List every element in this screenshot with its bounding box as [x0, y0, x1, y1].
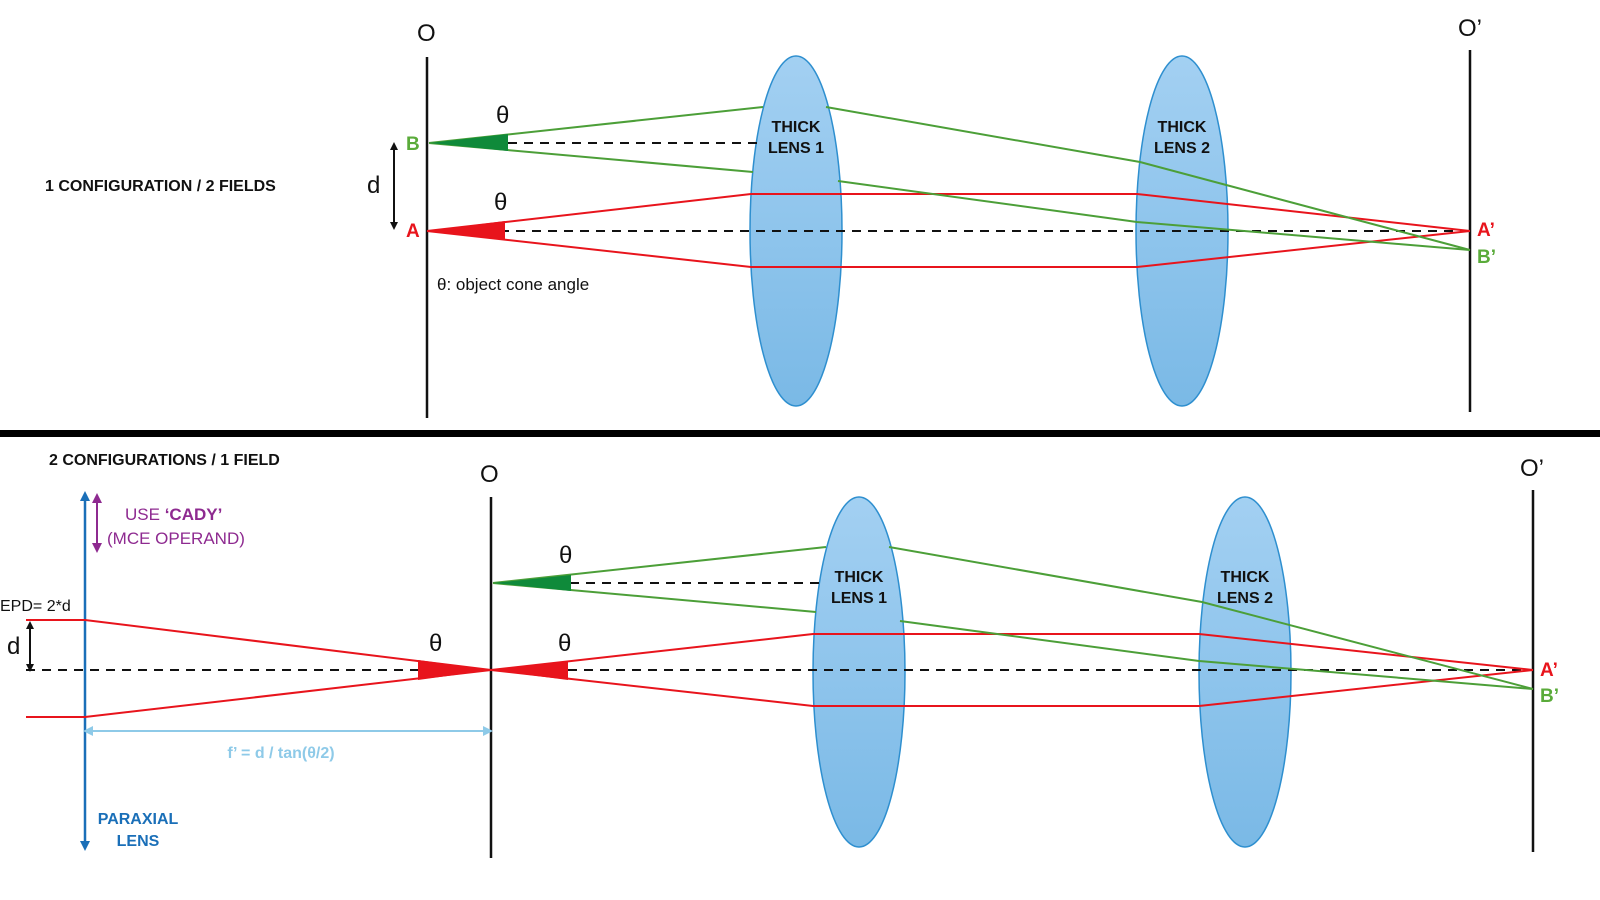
field-b-rays-bottom [492, 546, 1534, 690]
focal-length-label: f’ = d / tan(θ/2) [227, 745, 334, 762]
paraxial-rays [26, 619, 492, 718]
cady-label-line1: USE ‘CADY’ [125, 505, 222, 524]
image-plane-label-bottom: O’ [1520, 455, 1544, 482]
cady-emph: ‘CADY’ [165, 505, 223, 524]
field-a-rays-bottom [490, 633, 1534, 707]
paraxial-cone [418, 660, 491, 680]
cone-angle-note: θ: object cone angle [437, 275, 589, 294]
paraxial-label-line1: PARAXIAL [98, 811, 179, 828]
section-divider [0, 430, 1600, 437]
image-b-label: B’ [1477, 247, 1496, 268]
lens-2-label-line1: THICK [1158, 119, 1207, 136]
field-b-rays [428, 106, 1471, 251]
lens-1-label-line2: LENS 1 [768, 140, 824, 157]
theta-a-label: θ [494, 189, 507, 216]
lens-1-label-bottom-line1: THICK [835, 569, 884, 586]
theta-b-label-bottom: θ [559, 542, 572, 569]
lens-2-label-line2: LENS 2 [1154, 140, 1210, 157]
image-a-label: A’ [1477, 220, 1495, 241]
thick-lens-1-bottom [812, 496, 906, 848]
paraxial-label-line2: LENS [117, 833, 160, 850]
object-plane-label: O [417, 20, 436, 47]
field-a-cone [427, 221, 505, 240]
field-b-cone [429, 134, 508, 151]
field-b-cone-bottom [493, 575, 571, 591]
thick-lens-2 [1135, 55, 1229, 407]
bottom-section-title: 2 CONFIGURATIONS / 1 FIELD [49, 452, 280, 469]
theta-left-label: θ [429, 630, 442, 657]
image-b-label-bottom: B’ [1540, 686, 1559, 707]
image-a-label-bottom: A’ [1540, 660, 1558, 681]
top-section-title: 1 CONFIGURATION / 2 FIELDS [45, 178, 276, 195]
lens-1-label-line1: THICK [772, 119, 821, 136]
image-plane-label: O’ [1458, 15, 1482, 42]
object-plane-label-bottom: O [480, 461, 499, 488]
point-a-label: A [406, 221, 420, 242]
point-b-label: B [406, 134, 420, 155]
separation-label-bottom: d [7, 633, 20, 660]
field-a-cone-bottom [491, 661, 568, 680]
cady-prefix: USE [125, 505, 165, 524]
lens-1-label-bottom-line2: LENS 1 [831, 590, 887, 607]
epd-label: EPD= 2*d [0, 598, 71, 615]
bottom-section: 2 CONFIGURATIONS / 1 FIELD PARAXIAL LENS… [0, 452, 1559, 858]
theta-b-label: θ [496, 102, 509, 129]
thick-lens-2-bottom [1198, 496, 1292, 848]
top-section: 1 CONFIGURATION / 2 FIELDS O O’ d [45, 15, 1496, 418]
cady-label-line2: (MCE OPERAND) [107, 529, 245, 548]
theta-a-label-bottom: θ [558, 630, 571, 657]
lens-2-label-bottom-line1: THICK [1221, 569, 1270, 586]
separation-label: d [367, 172, 380, 199]
lens-2-label-bottom-line2: LENS 2 [1217, 590, 1273, 607]
field-a-rays [426, 193, 1471, 268]
